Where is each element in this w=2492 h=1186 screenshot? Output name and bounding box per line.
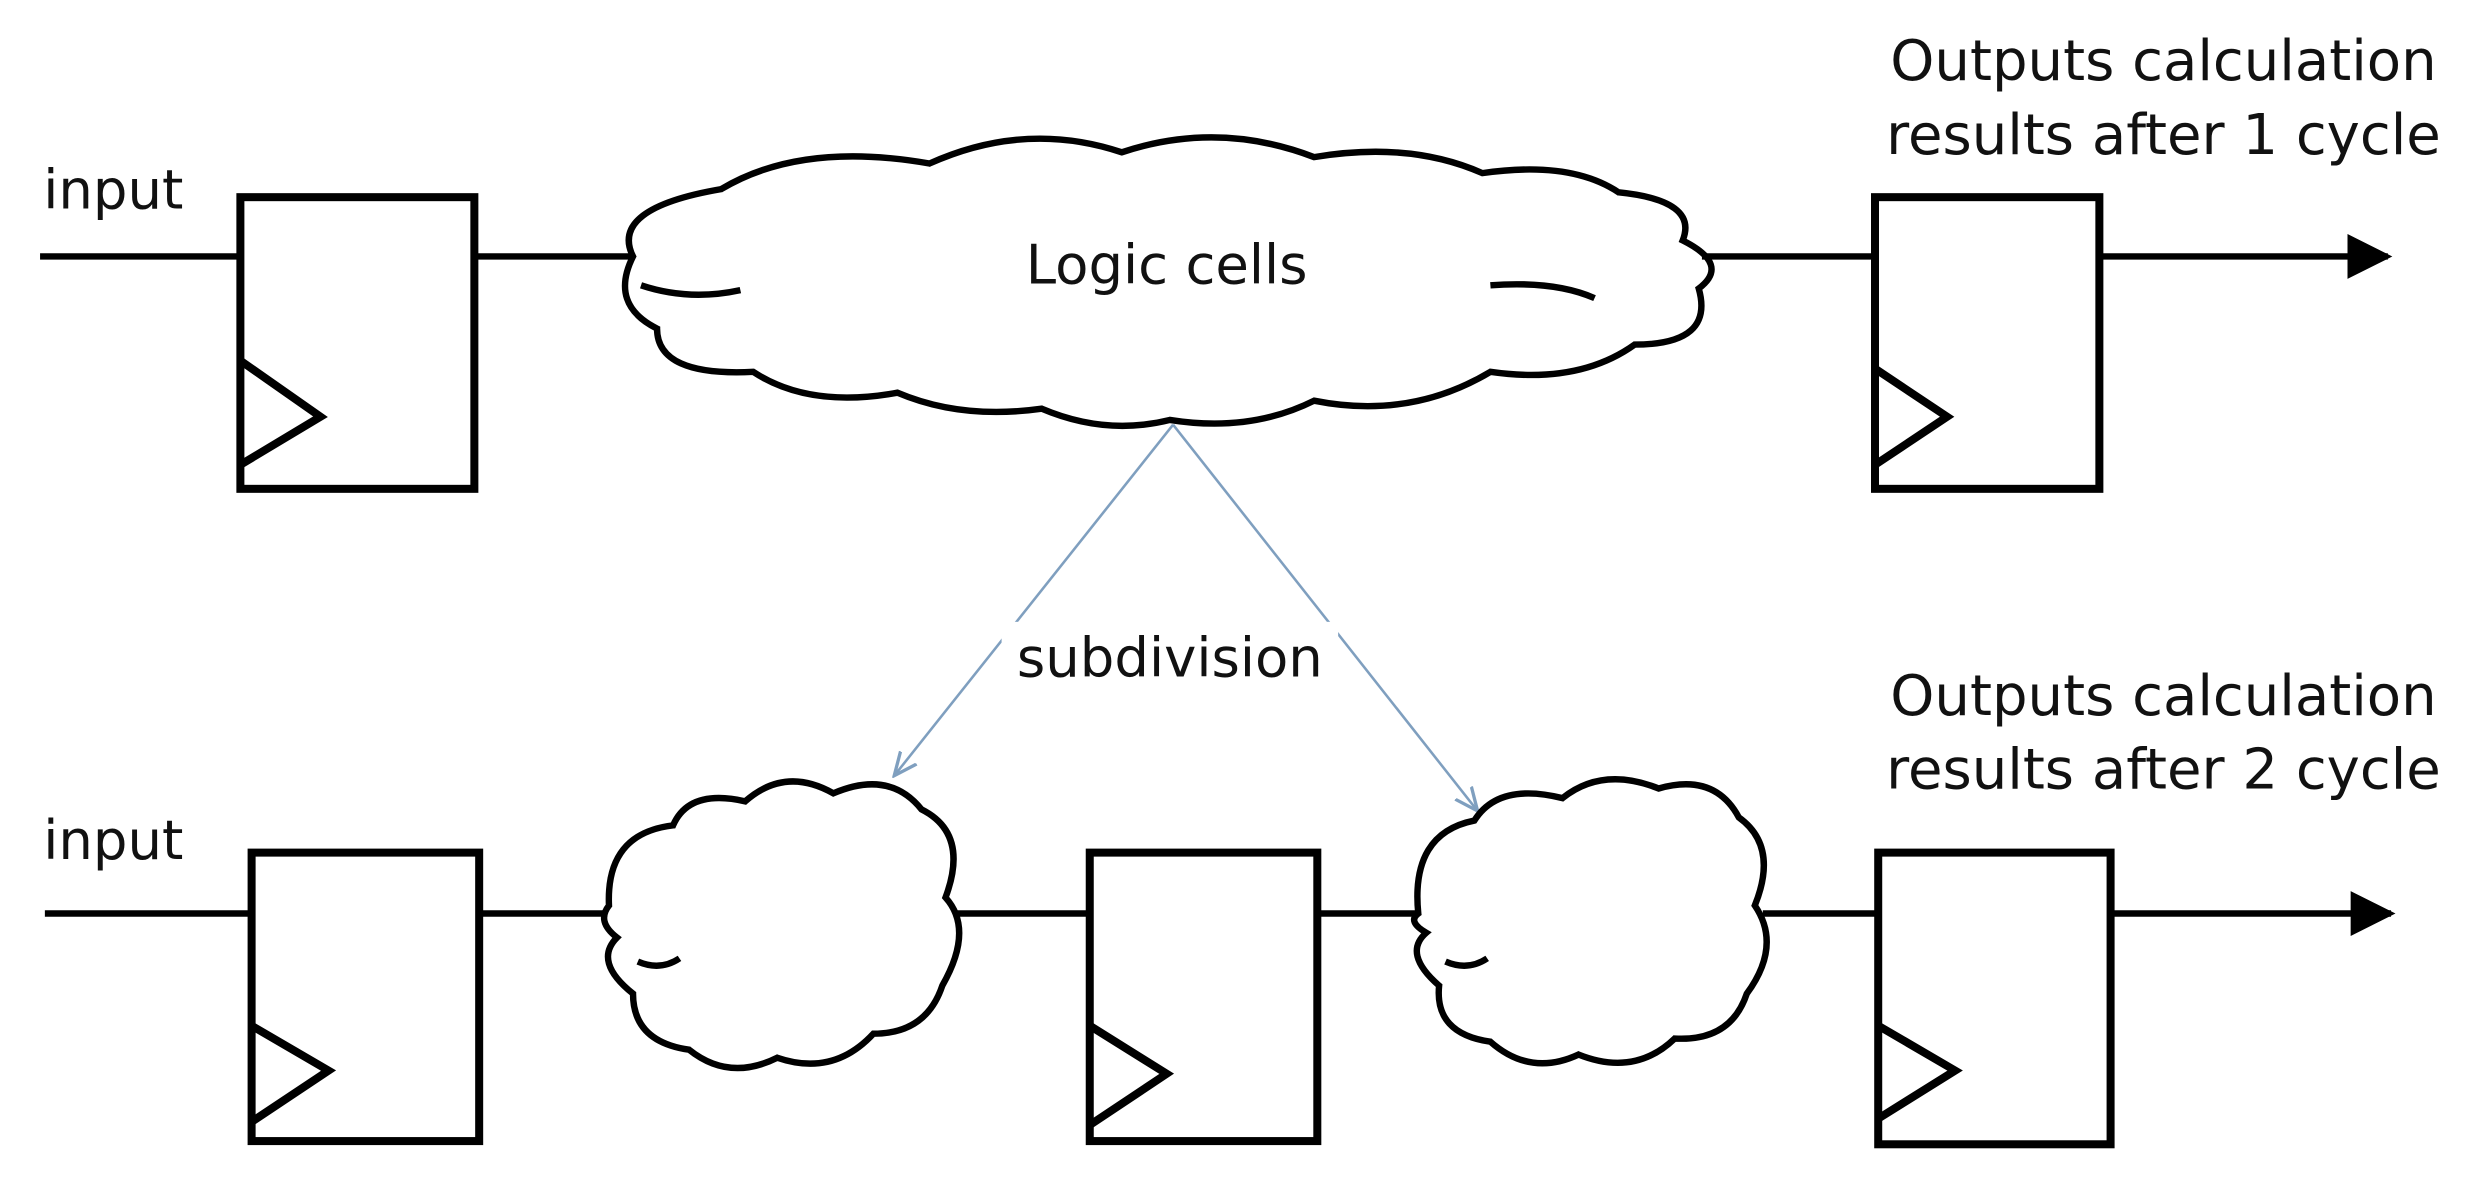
bottom-logic-cloud-1 xyxy=(600,778,963,1072)
clock-triangle-icon xyxy=(1872,365,1955,469)
logic-cells-label: Logic cells xyxy=(1026,233,1308,297)
bottom-cloud-2-curl xyxy=(1444,955,1489,969)
top-input-label: input xyxy=(43,157,183,221)
top-logic-cells-cloud xyxy=(621,134,1715,430)
subdivision-label: subdivision xyxy=(1017,625,1323,689)
bottom-row: input Outputs calculation results after … xyxy=(43,664,2441,1149)
bottom-register-2 xyxy=(1085,848,1322,1146)
subdivision-arrow-left xyxy=(894,423,1175,776)
top-note-line-2: results after 1 cycle xyxy=(1886,103,2441,168)
clock-triangle-icon xyxy=(249,1022,337,1126)
subdivision-arrow-right xyxy=(1172,423,1477,811)
bottom-logic-cloud-2 xyxy=(1410,776,1770,1067)
top-cloud-curl-left xyxy=(640,282,742,298)
bottom-note-line-2: results after 2 cycle xyxy=(1886,738,2441,803)
top-cloud-curl-right xyxy=(1490,281,1596,302)
top-register-2 xyxy=(1871,193,2104,493)
bottom-register-3 xyxy=(1874,848,2115,1149)
top-row: input Logic cells Outputs calculation re… xyxy=(40,29,2441,493)
bottom-note-line-1: Outputs calculation xyxy=(1890,664,2436,729)
bottom-cloud-1-curl xyxy=(636,955,682,969)
subdivision-label-backdrop xyxy=(1001,621,1339,696)
bottom-register-1 xyxy=(247,848,484,1146)
top-register-1 xyxy=(236,193,479,493)
top-note-line-1: Outputs calculation xyxy=(1890,29,2436,94)
clock-triangle-icon xyxy=(1087,1022,1175,1129)
clock-triangle-icon xyxy=(238,357,328,469)
bottom-input-label: input xyxy=(43,808,183,872)
clock-triangle-icon xyxy=(1876,1022,1963,1123)
subdivision-arrows: subdivision xyxy=(894,423,1477,811)
